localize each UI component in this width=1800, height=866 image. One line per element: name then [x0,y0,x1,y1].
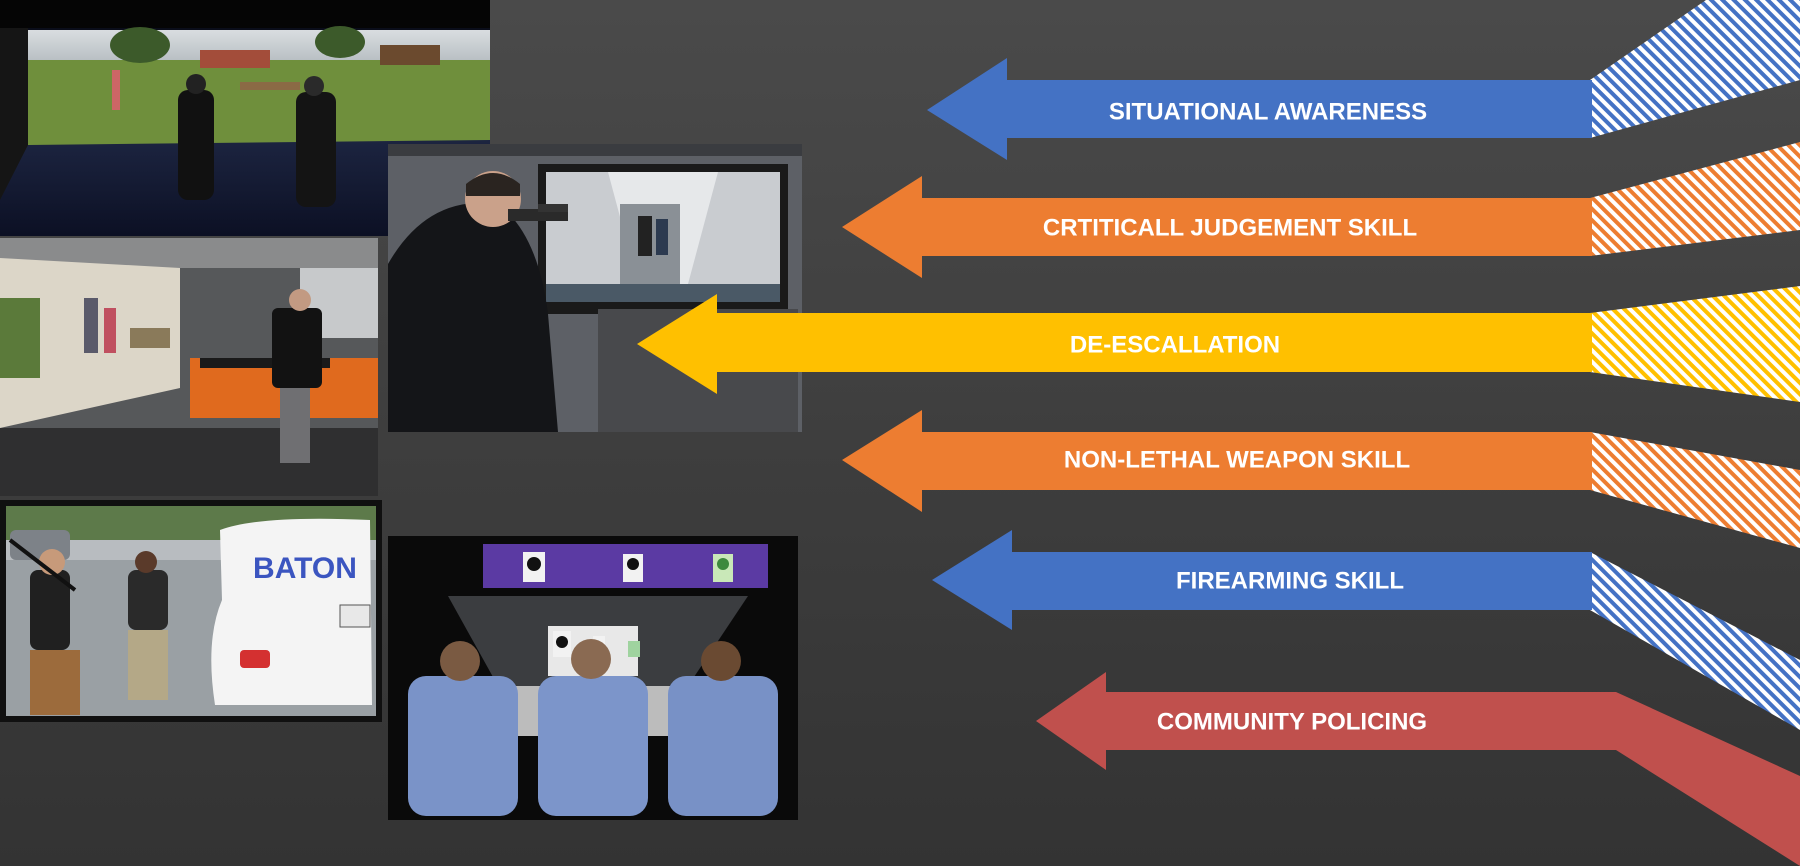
skill-label-firearming: FIREARMING SKILL [1176,567,1404,594]
photo-shooting-range [388,536,798,820]
skill-label-non-lethal-weapon: NON-LETHAL WEAPON SKILL [1064,446,1410,473]
arrow-shape-de-escalation [637,294,1592,394]
hatch-band-de-escalation [1590,286,1800,402]
arrow-community-policing: COMMUNITY POLICING [1036,672,1800,866]
skill-label-situational-awareness: SITUATIONAL AWARENESS [1109,98,1427,125]
hatch-band-situational-awareness [1590,0,1800,138]
skill-label-critical-judgement: CRTITICALL JUDGEMENT SKILL [1043,214,1417,241]
arrow-situational-awareness: SITUATIONAL AWARENESS [927,0,1800,160]
arrow-firearming: FIREARMING SKILL [932,530,1800,730]
arrow-shape-situational-awareness [927,58,1592,160]
photo-rifle-hallway [388,144,802,432]
arrow-shape-firearming [932,530,1592,630]
arrow-non-lethal-weapon: NON-LETHAL WEAPON SKILL [842,410,1800,548]
arrow-shape-critical-judgement [842,176,1592,278]
arrow-shape-community-policing [1036,672,1800,866]
arrow-shape-non-lethal-weapon [842,410,1592,512]
car-baton-text: BATON [253,552,357,585]
skill-label-community-policing: COMMUNITY POLICING [1157,708,1427,735]
hatch-band-firearming [1590,552,1800,730]
hatch-band-critical-judgement [1590,142,1800,256]
hatch-band-non-lethal-weapon [1590,432,1800,548]
photo-park-simulation [0,0,490,236]
arrow-critical-judgement: CRTITICALL JUDGEMENT SKILL [842,142,1800,278]
arrow-de-escalation: DE-ESCALLATION [637,286,1800,402]
photo-home-scenario [0,238,378,496]
skill-label-de-escalation: DE-ESCALLATION [1070,331,1280,358]
photo-baton-training: BATON [0,500,382,722]
